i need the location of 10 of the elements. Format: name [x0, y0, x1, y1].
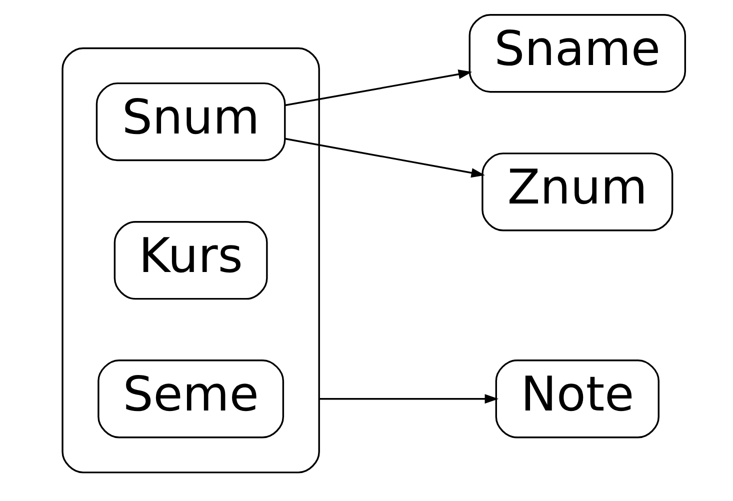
- node-box: Snum: [95, 82, 286, 162]
- node-box: Kurs: [113, 221, 268, 300]
- arrow: [318, 394, 498, 404]
- node-box: Seme: [97, 360, 284, 438]
- node-box: Znum: [481, 152, 673, 232]
- node-box: Note: [494, 360, 659, 438]
- arrow: [284, 138, 484, 178]
- cluster: [61, 47, 320, 474]
- node-box: Sname: [468, 14, 686, 93]
- arrow: [284, 70, 472, 106]
